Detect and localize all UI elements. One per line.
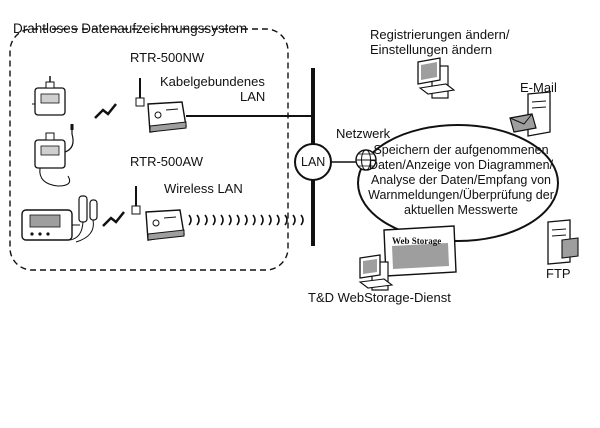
webstorage-screen-title: Web Storage <box>392 236 442 246</box>
settings-label-2: Einstellungen ändern <box>370 42 493 57</box>
rtr-500nw-device <box>135 78 187 133</box>
network-cloud <box>357 124 559 242</box>
logger-probe-icon <box>34 124 74 187</box>
globe-icon <box>355 149 377 171</box>
settings-computer-icon <box>417 57 456 99</box>
settings-label-1: Registrierungen ändern/ <box>370 27 510 42</box>
system-title: Drahtloses Datenaufzeichnungssystem <box>13 21 248 36</box>
cloud-line: Analyse der Daten/Empfang von <box>371 173 551 187</box>
ftp-label: FTP <box>546 266 571 281</box>
base-station-icon <box>21 195 98 243</box>
webstorage-computer-icon <box>358 254 394 291</box>
device1-conn-label: Kabelgebundenes <box>160 74 265 89</box>
cloud-description: Speichern der aufgenommenen Daten/Anzeig… <box>366 143 556 218</box>
device2-conn-label: Wireless LAN <box>164 181 243 196</box>
device1-conn-label-2: LAN <box>240 89 266 104</box>
ftp-server-icon <box>547 219 579 265</box>
cloud-line: Warnmeldungen/Überprüfung der <box>368 188 554 202</box>
wireless-link <box>188 214 304 226</box>
lan-label: LAN <box>301 155 326 169</box>
device1-name: RTR-500NW <box>130 50 205 65</box>
device2-name: RTR-500AW <box>130 154 203 169</box>
cloud-line: Daten/Anzeige von Diagrammen/ <box>368 158 554 172</box>
webstorage-service-label: T&D WebStorage-Dienst <box>308 290 451 305</box>
network-label: Netzwerk <box>336 126 391 141</box>
webstorage-screen <box>383 225 457 277</box>
email-label: E-Mail <box>520 80 557 95</box>
radio-signal <box>102 211 125 227</box>
radio-signal <box>94 103 117 119</box>
logger-icon <box>32 76 66 116</box>
email-server-icon <box>509 91 551 137</box>
cloud-line: aktuellen Messwerte <box>404 203 518 217</box>
rtr-500aw-device <box>131 186 185 241</box>
lan-node <box>294 143 332 181</box>
cloud-line: Speichern der aufgenommenen <box>373 143 549 157</box>
